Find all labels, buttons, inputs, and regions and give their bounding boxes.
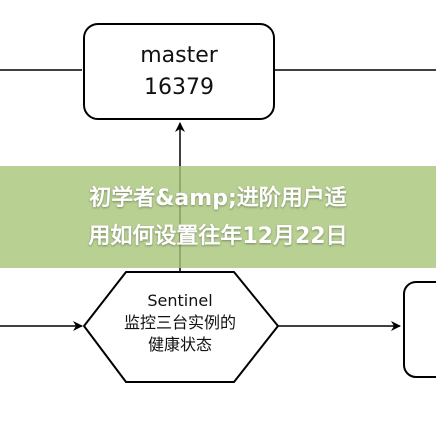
- title-overlay-banner: 初学者&amp;进阶用户适 用如何设置往年12月22日: [0, 166, 436, 268]
- master-port: 16379: [144, 75, 214, 100]
- master-node-box: [83, 23, 275, 120]
- master-node-label: master 16379: [84, 40, 274, 104]
- sentinel-description-line-1: 监控三台实例的: [123, 313, 236, 332]
- sentinel-description-line-2: 健康状态: [147, 335, 212, 354]
- right-node-box-partial: [403, 281, 436, 378]
- sentinel-node-label: Sentinel 监控三台实例的 健康状态: [60, 290, 300, 356]
- banner-title-line-1: 初学者&amp;进阶用户适: [89, 186, 347, 211]
- sentinel-name: Sentinel: [147, 291, 213, 310]
- sentinel-node-hexagon: [82, 271, 280, 383]
- master-name: master: [140, 43, 218, 68]
- banner-title-line-2: 用如何设置往年12月22日: [88, 224, 348, 249]
